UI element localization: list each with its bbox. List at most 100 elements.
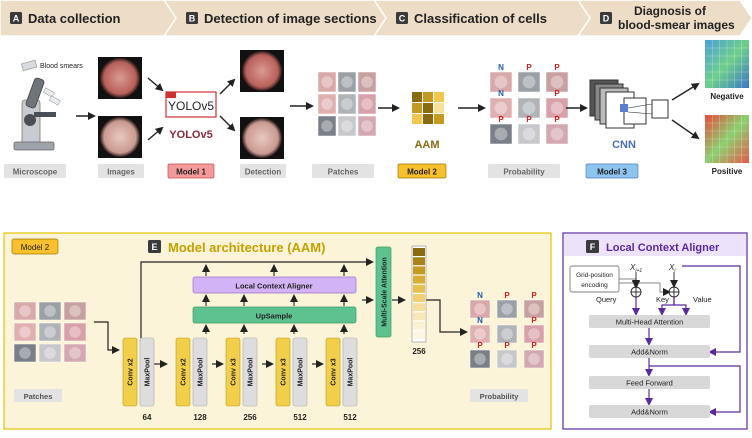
cell-icon <box>494 75 508 89</box>
grid-position-line1: Grid-position <box>576 272 613 279</box>
cell-icon <box>474 328 486 340</box>
conv-block <box>122 337 138 407</box>
positive-heatmap <box>705 115 749 163</box>
conv-block <box>175 337 191 407</box>
aam-cell <box>423 92 433 102</box>
images-tag <box>98 164 144 178</box>
cell-patch <box>496 299 518 319</box>
conv-block <box>225 337 241 407</box>
images-tag-text: Images <box>107 168 135 177</box>
msa-bar-segment <box>413 303 425 312</box>
cell-icon <box>522 75 536 89</box>
maxpool-block <box>139 337 155 407</box>
multi-head-attention-label: Multi-Head Attention <box>616 318 684 327</box>
aam-cell <box>434 114 444 124</box>
panel-e-title: Model architecture (AAM) <box>168 240 325 255</box>
stage-a-letter: A <box>13 14 20 24</box>
cell-icon <box>550 75 564 89</box>
maxpool-block <box>292 337 308 407</box>
cell-icon <box>522 101 536 115</box>
cell-icon <box>550 101 564 115</box>
cell-icon <box>341 76 353 88</box>
microscope-icon <box>13 59 61 151</box>
prob-e-label-n: N <box>477 291 483 300</box>
cell-patch <box>63 301 87 321</box>
prob-top-label-p: P <box>554 115 560 124</box>
x-prev-label: Xi+1 <box>629 263 642 274</box>
msa-bar-segment <box>413 321 425 330</box>
cell-patch <box>38 343 62 363</box>
stage-a-letter-box <box>10 12 22 24</box>
cell-icon <box>550 127 564 141</box>
msa-dim: 256 <box>412 347 426 356</box>
stage-d-letter-box <box>600 12 612 24</box>
aam-icon <box>412 92 444 124</box>
cell-icon <box>19 326 31 338</box>
channel-dim: 256 <box>243 413 257 422</box>
cell-icon <box>44 305 56 317</box>
cell-patch <box>357 71 377 93</box>
msa-bar-segment <box>413 275 425 284</box>
cell-patch <box>523 299 545 319</box>
aam-cell <box>423 103 433 113</box>
maxpool-block <box>342 337 358 407</box>
yolo-name: YOLOv5 <box>169 129 212 141</box>
maxpool-label: MaxPool <box>145 358 152 387</box>
channel-dim: 128 <box>193 413 207 422</box>
aam-cell <box>434 103 444 113</box>
cell-patch <box>38 322 62 342</box>
prob-top-label-p: P <box>554 89 560 98</box>
cell-icon <box>501 303 513 315</box>
local-context-aligner-label: Local Context Aligner <box>235 282 312 291</box>
prob-e-label-p: P <box>504 291 510 300</box>
stage-c-letter-box <box>396 12 408 24</box>
msa-bar-segment <box>413 294 425 302</box>
stage-c-title: Classification of cells <box>414 11 547 26</box>
cell-patch <box>469 299 491 319</box>
msa-bar-segment <box>413 257 425 266</box>
stage-c-letter: C <box>399 14 406 24</box>
smear-image-top <box>98 57 142 99</box>
patches-label-e: Patches <box>24 392 53 401</box>
cnn-icon <box>589 79 669 129</box>
stage-d-banner <box>576 0 752 37</box>
yolo-logo: YOLOv5 <box>165 91 217 118</box>
negative-heatmap <box>705 40 749 88</box>
aam-cell <box>434 92 444 102</box>
prob-e-label-p: P <box>531 341 537 350</box>
cell-patch <box>469 324 491 344</box>
cnn-label: CNN <box>612 139 636 151</box>
key-label: Key <box>656 295 669 304</box>
upsample-label: UpSample <box>256 312 293 321</box>
conv-label: Conv x2 <box>181 358 188 385</box>
cell-icon <box>528 353 540 365</box>
maxpool-block <box>192 337 208 407</box>
maxpool-label: MaxPool <box>348 358 355 387</box>
maxpool-label: MaxPool <box>248 358 255 387</box>
panel-f-letter-box <box>586 240 599 253</box>
cell-icon <box>69 347 81 359</box>
prob-top-label-n: N <box>498 89 504 98</box>
probability-label-e-box <box>470 389 528 402</box>
grid-position-line2: encoding <box>581 282 608 289</box>
cell-patch <box>496 324 518 344</box>
multi-head-attention-block <box>589 315 710 328</box>
panel-e-letter-box <box>148 240 161 253</box>
panel-f-title: Local Context Aligner <box>606 242 720 254</box>
cell-patch <box>357 93 377 115</box>
cell-icon <box>19 305 31 317</box>
maxpool-label: MaxPool <box>298 358 305 387</box>
prob-top-label-n: N <box>498 63 504 72</box>
feed-forward-label: Feed Forward <box>626 379 673 388</box>
prob-e-label-n: N <box>477 316 483 325</box>
cell-patch <box>317 115 337 137</box>
microscope-tag <box>4 164 66 178</box>
cell-icon <box>522 127 536 141</box>
add-circle-2 <box>668 286 680 298</box>
detection-image-top <box>240 50 284 92</box>
maxpool-label: MaxPool <box>198 358 205 387</box>
model-1-tag-text: Model 1 <box>176 168 206 177</box>
microscope-tag-text: Microscope <box>13 168 58 177</box>
conv-label: Conv x3 <box>331 358 338 385</box>
